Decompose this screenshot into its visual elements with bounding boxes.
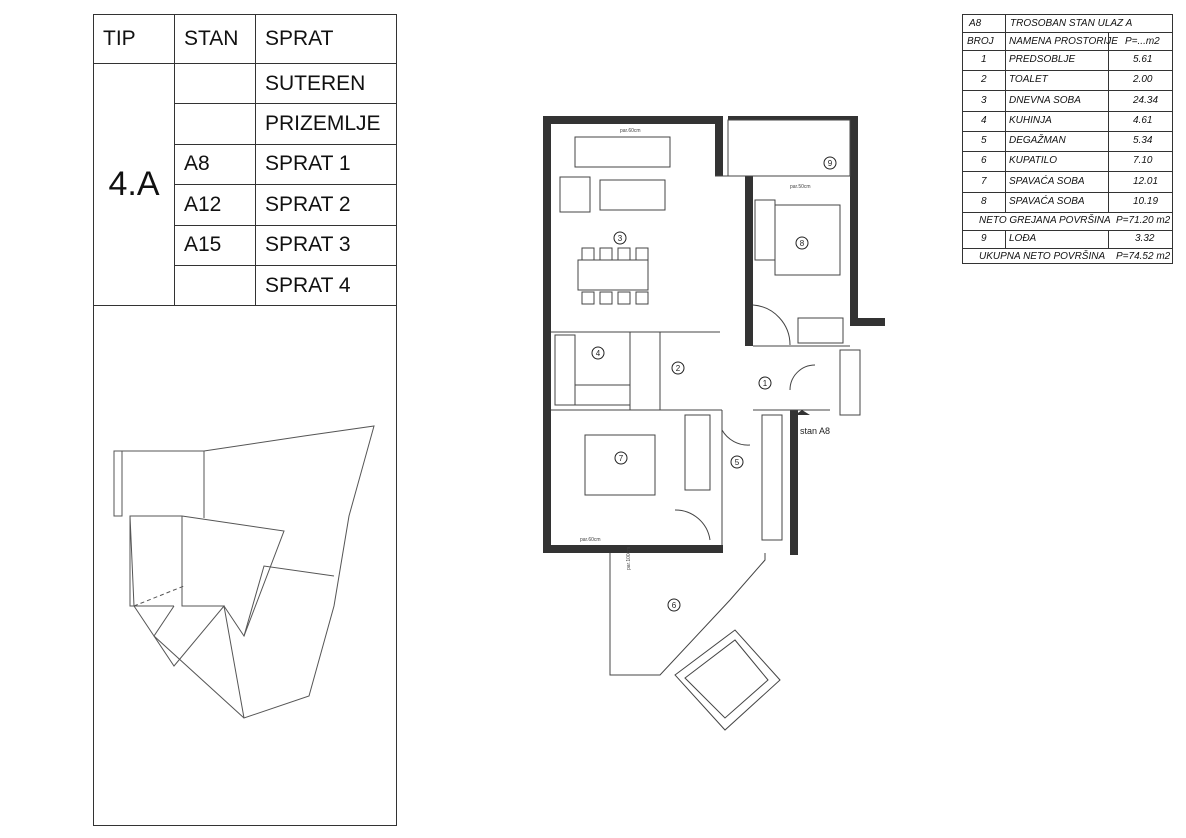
room-row-area: 12.01 xyxy=(1133,175,1159,187)
room-number-3: 3 xyxy=(618,234,623,243)
room-number-9: 9 xyxy=(828,159,833,168)
room-row-area: 5.61 xyxy=(1133,54,1153,65)
room-table: A8 TROSOBAN STAN ULAZ A BROJ NAMENA PROS… xyxy=(962,14,1173,264)
tip-value: 4.A xyxy=(94,64,175,306)
type-row-sprat: SPRAT 2 xyxy=(256,185,397,226)
parapet-label-bedroom: par.50cm xyxy=(790,184,811,190)
room-row-name: PREDSOBLJE xyxy=(1009,54,1076,65)
room-row-name: SPAVAĆA SOBA xyxy=(1009,195,1085,207)
header-sprat: SPRAT xyxy=(256,15,397,64)
room-table-title: TROSOBAN STAN ULAZ A xyxy=(1010,18,1133,29)
type-row-sprat: SPRAT 1 xyxy=(256,145,397,186)
type-row-stan: A15 xyxy=(175,225,256,266)
header-tip: TIP xyxy=(94,15,175,64)
room-row-number: 8 xyxy=(981,195,987,207)
room-row-area: 24.34 xyxy=(1133,94,1159,106)
room-row-number: 1 xyxy=(981,54,987,65)
room-row-name: KUHINJA xyxy=(1009,114,1052,126)
room-number-7: 7 xyxy=(619,454,624,463)
room-row-area: 7.10 xyxy=(1133,155,1153,167)
extra-room-name: LOĐA xyxy=(1009,233,1037,244)
neto-label: NETO GREJANA POVRŠINA xyxy=(979,215,1111,226)
room-row-area: 2.00 xyxy=(1133,74,1153,86)
room-row-name: SPAVAĆA SOBA xyxy=(1009,175,1085,187)
room-number-1: 1 xyxy=(763,379,768,388)
room-row-number: 6 xyxy=(981,155,987,167)
type-row-stan xyxy=(175,266,256,307)
room-table-col-p: P=...m2 xyxy=(1125,36,1160,47)
extra-room-area: 3.32 xyxy=(1135,233,1155,244)
type-row-stan: A8 xyxy=(175,144,256,186)
floor-plan: 1 2 3 4 5 6 7 8 9 stan A8 par.60cm par.5… xyxy=(543,116,885,731)
room-number-8: 8 xyxy=(800,239,805,248)
room-table-col-namena: NAMENA PROSTORIJE xyxy=(1009,36,1118,47)
type-row-sprat: PRIZEMLJE xyxy=(256,104,397,145)
type-row-sprat: SPRAT 3 xyxy=(256,226,397,266)
header-stan: STAN xyxy=(175,15,256,64)
room-row-number: 7 xyxy=(981,175,987,187)
parapet-label-bedroom7: par.60cm xyxy=(580,537,601,543)
type-row-sprat: SPRAT 4 xyxy=(256,266,397,307)
total-label: UKUPNA NETO POVRŠINA xyxy=(979,251,1106,262)
room-row-number: 3 xyxy=(981,94,987,106)
neto-value: P=71.20 m2 xyxy=(1116,215,1171,226)
key-plan xyxy=(113,425,375,719)
room-row-name: DNEVNA SOBA xyxy=(1009,94,1081,106)
room-table-col-broj: BROJ xyxy=(967,36,994,47)
type-row-stan xyxy=(175,64,256,105)
type-row-stan: A12 xyxy=(175,185,256,226)
room-number-6: 6 xyxy=(672,601,677,610)
type-row-stan xyxy=(175,104,256,145)
room-row-name: TOALET xyxy=(1009,74,1048,86)
room-row-number: 5 xyxy=(981,135,987,146)
room-row-area: 10.19 xyxy=(1133,195,1159,207)
type-row-sprat: SUTEREN xyxy=(256,64,397,105)
room-number-4: 4 xyxy=(596,349,601,358)
extra-room-no: 9 xyxy=(981,233,987,244)
room-row-area: 4.61 xyxy=(1133,114,1153,126)
parapet-label-bath: par.100cm xyxy=(626,547,632,570)
room-number-5: 5 xyxy=(735,458,740,467)
entrance-arrow-icon xyxy=(795,410,810,415)
room-table-unit: A8 xyxy=(969,18,982,29)
total-value: P=74.52 m2 xyxy=(1116,251,1171,262)
room-number-2: 2 xyxy=(676,364,681,373)
parapet-label-living: par.60cm xyxy=(620,128,641,134)
room-row-name: KUPATILO xyxy=(1009,155,1057,167)
room-row-number: 2 xyxy=(981,74,987,86)
room-row-number: 4 xyxy=(981,114,987,126)
room-row-area: 5.34 xyxy=(1133,135,1153,146)
entrance-label: stan A8 xyxy=(800,426,830,436)
room-row-name: DEGAŽMAN xyxy=(1009,135,1066,146)
